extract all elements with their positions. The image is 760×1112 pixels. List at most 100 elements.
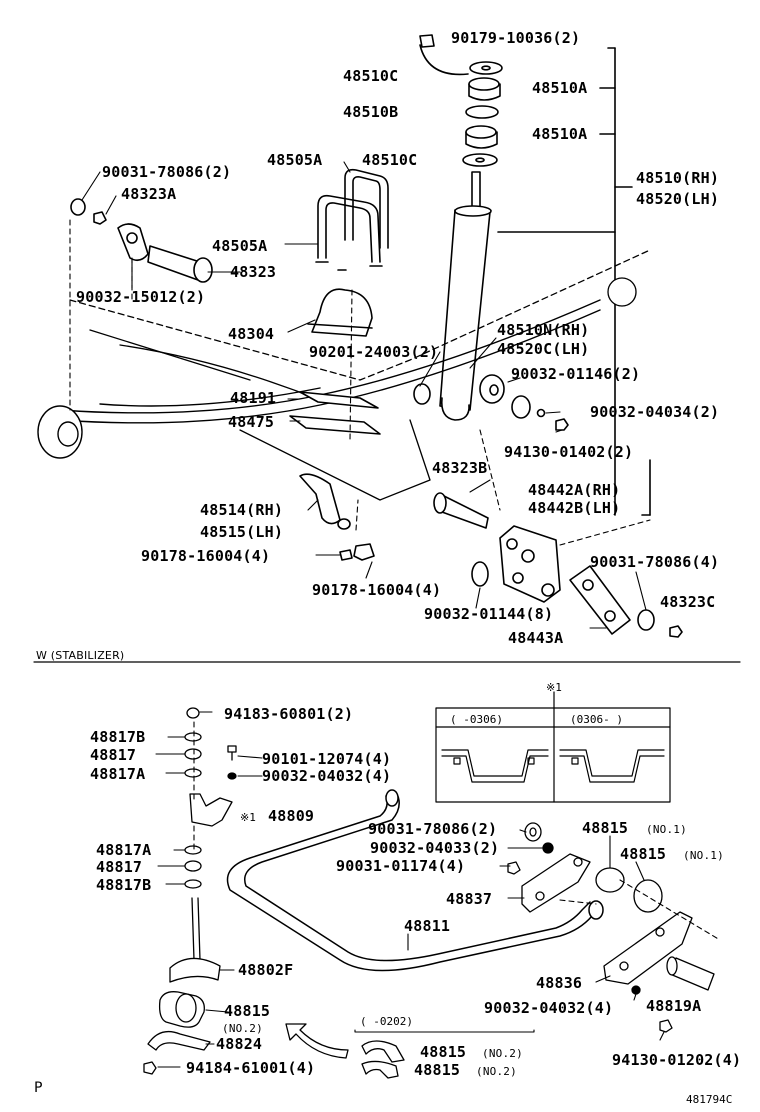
- label-48817B-2[interactable]: 48817B: [96, 876, 152, 894]
- bracket-48809-icon: [189, 793, 233, 827]
- label-48510N-rh[interactable]: 48510N(RH): [497, 321, 590, 339]
- label-48323B[interactable]: 48323B: [432, 459, 488, 477]
- label-90101-12074[interactable]: 90101-12074(4): [262, 750, 392, 768]
- label-48505A[interactable]: 48505A: [267, 151, 323, 169]
- label-48191[interactable]: 48191: [230, 389, 277, 407]
- note-no1-b: (NO.1): [683, 849, 724, 862]
- label-48304[interactable]: 48304: [228, 325, 275, 343]
- label-48815-no1[interactable]: 48815: [582, 819, 629, 837]
- label-48817[interactable]: 48817: [90, 746, 137, 764]
- u-bolt-icon: [315, 168, 389, 271]
- note-no2-b: (NO.2): [482, 1047, 523, 1060]
- label-48824[interactable]: 48824: [216, 1035, 263, 1053]
- label-90031-78086-2[interactable]: 90031-78086(2): [102, 163, 232, 181]
- label-48815-no2-c[interactable]: 48815: [414, 1061, 461, 1079]
- washer-90031-icon: [70, 198, 86, 216]
- label-90032-04033[interactable]: 90032-04033(2): [370, 839, 500, 857]
- shackle-pin-icon: [147, 245, 213, 283]
- washer-01146-icon: [511, 395, 531, 419]
- bushing-48815-no2-icon: [158, 991, 205, 1028]
- label-90032-01144[interactable]: 90032-01144(8): [424, 605, 554, 623]
- washer-b-icon: [465, 105, 499, 119]
- note-no2-a: (NO.2): [222, 1022, 263, 1035]
- label-90178-16004-b[interactable]: 90178-16004(4): [312, 581, 442, 599]
- bracket-48836-icon: [603, 911, 693, 985]
- label-48510-rh[interactable]: 48510(RH): [636, 169, 720, 187]
- label-48811[interactable]: 48811: [404, 917, 451, 935]
- mark-48809: ※1: [240, 811, 256, 824]
- label-94130-01402[interactable]: 94130-01402(2): [504, 443, 634, 461]
- page-letter: P: [34, 1080, 43, 1096]
- nut-48323A-icon: [93, 211, 107, 225]
- label-90032-04034[interactable]: 90032-04034(2): [590, 403, 720, 421]
- label-48475[interactable]: 48475: [228, 413, 275, 431]
- label-48510C-2[interactable]: 48510C: [362, 151, 418, 169]
- label-90031-01174[interactable]: 90031-01174(4): [336, 857, 466, 875]
- label-48510A[interactable]: 48510A: [532, 79, 588, 97]
- washer-c-icon: [462, 153, 498, 167]
- bushing-a-icon: [468, 77, 501, 101]
- label-90201-24003[interactable]: 90201-24003(2): [309, 343, 439, 361]
- label-94184-61001[interactable]: 94184-61001(4): [186, 1059, 316, 1077]
- label-48815-no2-b[interactable]: 48815: [420, 1043, 467, 1061]
- washer-90031-4-icon: [637, 609, 655, 631]
- nut-48323C-icon: [669, 625, 683, 638]
- note-no2-c: (NO.2): [476, 1065, 517, 1078]
- label-48809[interactable]: 48809: [268, 807, 315, 825]
- label-48510C[interactable]: 48510C: [343, 67, 399, 85]
- washer-78086-icon: [507, 822, 554, 875]
- label-90032-04032-b[interactable]: 90032-04032(4): [484, 999, 614, 1017]
- label-48802F[interactable]: 48802F: [238, 961, 294, 979]
- shackle-48442-icon: [499, 525, 561, 603]
- label-48817A-2[interactable]: 48817A: [96, 841, 152, 859]
- washer-90201-icon: [413, 383, 431, 405]
- label-48817A[interactable]: 48817A: [90, 765, 146, 783]
- label-48510A-2[interactable]: 48510A: [532, 125, 588, 143]
- label-94183-60801[interactable]: 94183-60801(2): [224, 705, 354, 723]
- top-nut-icon: [419, 34, 435, 48]
- label-48442B-lh[interactable]: 48442B(LH): [528, 499, 621, 517]
- label-90178-16004-a[interactable]: 90178-16004(4): [141, 547, 271, 565]
- label-90179-10036[interactable]: 90179-10036(2): [451, 29, 581, 47]
- label-48815-no1-b[interactable]: 48815: [620, 845, 667, 863]
- stack-washer-icons: [184, 707, 237, 889]
- label-90032-15012[interactable]: 90032-15012(2): [76, 288, 206, 306]
- label-48442A-rh[interactable]: 48442A(RH): [528, 481, 621, 499]
- label-48323[interactable]: 48323: [230, 263, 277, 281]
- washer-01144-icon: [471, 561, 489, 587]
- label-48514-rh[interactable]: 48514(RH): [200, 501, 284, 519]
- label-90031-78086-4[interactable]: 90031-78086(4): [590, 553, 720, 571]
- nut-90178-icon: [339, 543, 375, 561]
- label-48443A[interactable]: 48443A: [508, 629, 564, 647]
- label-48323C[interactable]: 48323C: [660, 593, 716, 611]
- section-title: W (STABILIZER): [36, 649, 125, 662]
- label-90031-78086-2b[interactable]: 90031-78086(2): [368, 820, 498, 838]
- shackle-bolt-48323B-icon: [433, 492, 489, 529]
- range-note: ( -0202): [360, 1015, 413, 1028]
- label-48510B[interactable]: 48510B: [343, 103, 399, 121]
- label-90032-01146[interactable]: 90032-01146(2): [511, 365, 641, 383]
- label-48505A-2[interactable]: 48505A: [212, 237, 268, 255]
- label-48323A[interactable]: 48323A: [121, 185, 177, 203]
- bracket-48514-icon: [299, 473, 351, 530]
- label-48819A[interactable]: 48819A: [646, 997, 702, 1015]
- inset-mark: ※1: [546, 681, 562, 694]
- retainer-washer-icon: [469, 61, 503, 75]
- arrow-icon: [285, 1023, 349, 1059]
- label-48817B[interactable]: 48817B: [90, 728, 146, 746]
- bushing-48815-no1-icon: [595, 867, 663, 913]
- label-48837[interactable]: 48837: [446, 890, 493, 908]
- label-48836[interactable]: 48836: [536, 974, 583, 992]
- label-90032-04032-a[interactable]: 90032-04032(4): [262, 767, 392, 785]
- label-48815-no2[interactable]: 48815: [224, 1002, 271, 1020]
- label-48520-lh[interactable]: 48520(LH): [636, 190, 720, 208]
- shock-absorber-icon: [439, 171, 492, 421]
- range-bracket: [354, 1029, 535, 1033]
- shackle-plate-48443A-icon: [569, 565, 631, 635]
- label-48520C-lh[interactable]: 48520C(LH): [497, 340, 590, 358]
- label-48515-lh[interactable]: 48515(LH): [200, 523, 284, 541]
- label-94130-01202[interactable]: 94130-01202(4): [612, 1051, 742, 1069]
- label-48817-2[interactable]: 48817: [96, 858, 143, 876]
